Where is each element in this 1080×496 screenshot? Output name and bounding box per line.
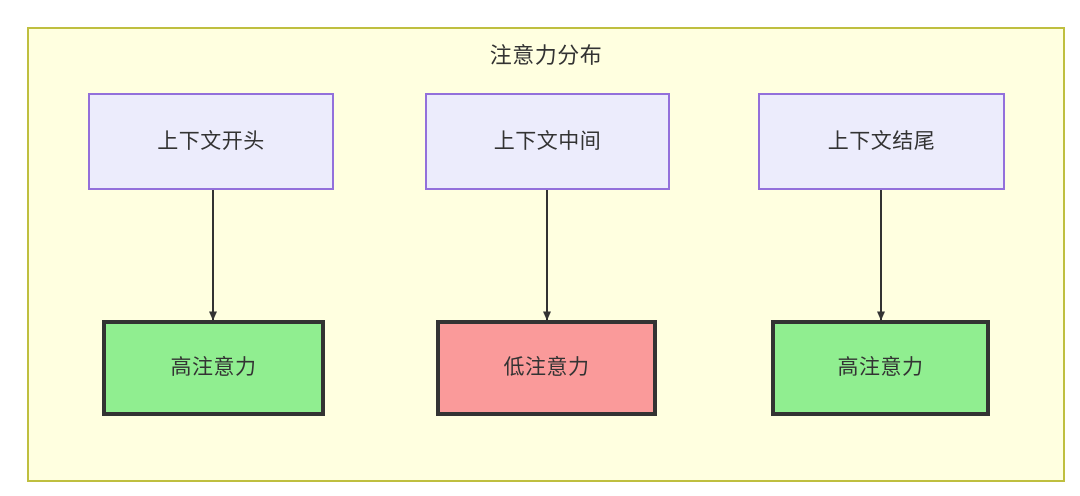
subgraph-title: 注意力分布 (489, 43, 603, 68)
node-context-start[interactable]: 上下文开头 (88, 93, 334, 190)
node-high-attention-end[interactable]: 高注意力 (771, 320, 990, 416)
node-context-end[interactable]: 上下文结尾 (758, 93, 1005, 190)
node-context-middle[interactable]: 上下文中间 (425, 93, 670, 190)
node-high-attention-start[interactable]: 高注意力 (102, 320, 325, 416)
node-low-attention-middle[interactable]: 低注意力 (436, 320, 657, 416)
